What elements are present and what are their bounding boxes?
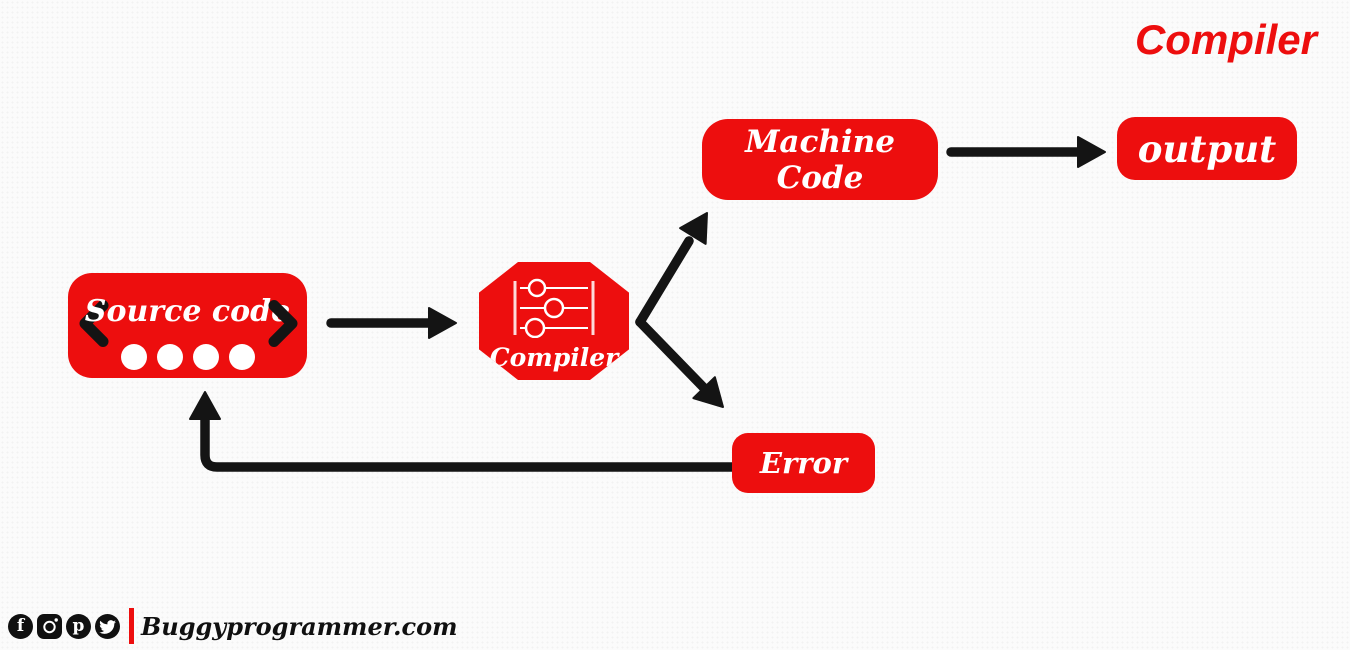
sliders-icon xyxy=(511,278,597,343)
arrow-source-to-compiler xyxy=(326,307,457,339)
dot xyxy=(228,344,255,370)
four-dots-decoration xyxy=(120,344,255,370)
node-label: Error xyxy=(759,446,848,480)
facebook-icon[interactable]: f xyxy=(8,613,33,639)
pinterest-icon[interactable]: p xyxy=(66,613,91,639)
chevron-left-icon xyxy=(76,298,112,353)
arrow-machine-code-to-output xyxy=(946,136,1106,168)
page-title: Compiler xyxy=(1134,16,1317,63)
node-label: Source code xyxy=(84,294,291,329)
node-label: output xyxy=(1137,126,1277,171)
dot xyxy=(192,344,219,370)
instagram-icon[interactable] xyxy=(37,613,62,639)
pinterest-glyph: p xyxy=(72,615,85,636)
facebook-glyph: f xyxy=(16,615,25,636)
twitter-icon[interactable] xyxy=(95,613,120,639)
node-output: output xyxy=(1117,117,1297,180)
dot xyxy=(156,344,183,370)
arrow-error-to-source xyxy=(189,391,738,472)
dot xyxy=(120,344,147,370)
node-machine-code: Machine Code xyxy=(702,119,938,200)
node-label: Compiler xyxy=(489,343,619,372)
node-compiler: Compiler xyxy=(479,262,629,380)
footer-divider-bar xyxy=(129,608,134,644)
site-label: Buggyprogrammer.com xyxy=(141,611,458,641)
arrow-compiler-to-error xyxy=(635,317,724,408)
footer-branding: f p Buggyprogrammer.com xyxy=(8,608,458,644)
node-label: Machine Code xyxy=(745,123,895,196)
arrow-compiler-to-machine-code xyxy=(635,212,708,327)
node-error: Error xyxy=(732,433,875,493)
node-source-code: Source code xyxy=(68,273,307,378)
chevron-right-icon xyxy=(265,298,301,353)
